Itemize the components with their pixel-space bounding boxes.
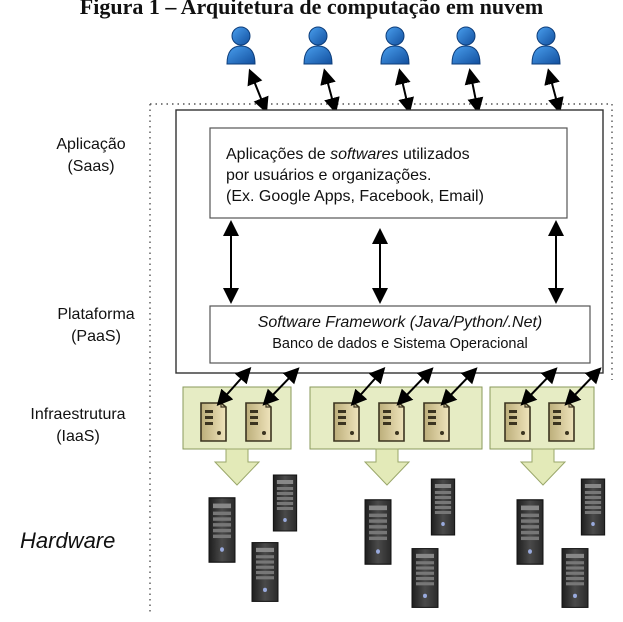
application-box [209, 127, 568, 219]
user-icon [380, 26, 410, 65]
tower-server-icon [364, 499, 392, 565]
user-icon [303, 26, 333, 65]
platform-layer-acronym: (PaaS) [71, 328, 121, 345]
platform-box-line1: Software Framework (Java/Python/.Net) [257, 314, 543, 331]
server-arrow [350, 367, 386, 406]
server-icon [504, 402, 531, 442]
application-layer-acronym: (Saas) [67, 158, 115, 175]
tower-server-icon [561, 548, 589, 608]
figure-title: Figura 1 – Arquitetura de computação em … [79, 0, 544, 19]
application-box-line1-emphasis: softwares [330, 146, 399, 163]
application-box-line1: Aplicações de softwares utilizados [226, 144, 566, 165]
tower-server-icon [516, 499, 544, 565]
user-icon [531, 26, 561, 65]
infrastructure-layer-name: Infraestrutura [30, 406, 126, 423]
server-icon [548, 402, 575, 442]
user-arrow [395, 68, 414, 114]
tower-server-icon [208, 497, 236, 563]
infra-panel [182, 386, 292, 450]
down-arrow [363, 448, 411, 486]
user-arrow [320, 68, 340, 114]
platform-layer-label: Plataforma (PaaS) [36, 304, 156, 348]
user-arrow [544, 68, 564, 114]
down-arrow [213, 448, 261, 486]
application-box-line3: (Ex. Google Apps, Facebook, Email) [226, 188, 484, 205]
server-arrow [520, 367, 558, 406]
application-layer-name: Aplicação [56, 136, 126, 153]
server-icon [423, 402, 450, 442]
application-box-line1-end: utilizados [398, 146, 470, 163]
tower-server-icon [430, 478, 456, 536]
user-arrow [464, 68, 484, 114]
tower-server-icon [580, 478, 606, 536]
tower-server-icon [411, 548, 439, 608]
platform-layer-name: Plataforma [57, 306, 135, 323]
server-icon [378, 402, 405, 442]
application-layer-label: Aplicação (Saas) [36, 134, 146, 178]
server-arrow [396, 367, 434, 406]
user-arrow [247, 68, 269, 114]
hardware-layer-label: Hardware [20, 528, 116, 553]
server-arrow [440, 367, 478, 406]
server-icon [245, 402, 272, 442]
application-box-text: Aplicações de softwares utilizados por u… [226, 144, 566, 207]
server-arrow [564, 367, 602, 406]
application-box-line2: por usuários e organizações. [226, 167, 432, 184]
tower-server-icon [251, 542, 279, 602]
application-box-line1-start: Aplicações de [226, 146, 331, 163]
platform-box-line2: Banco de dados e Sistema Operacional [272, 336, 528, 352]
user-icon [451, 26, 481, 65]
down-arrow [519, 448, 567, 486]
user-icon [226, 26, 256, 65]
server-arrow [262, 367, 300, 406]
infrastructure-layer-acronym: (IaaS) [56, 428, 100, 445]
server-icon [200, 402, 227, 442]
infrastructure-layer-label: Infraestrutura (IaaS) [8, 404, 148, 448]
server-arrow [216, 367, 252, 406]
tower-server-icon [272, 474, 298, 532]
platform-box [209, 305, 591, 364]
server-icon [333, 402, 360, 442]
